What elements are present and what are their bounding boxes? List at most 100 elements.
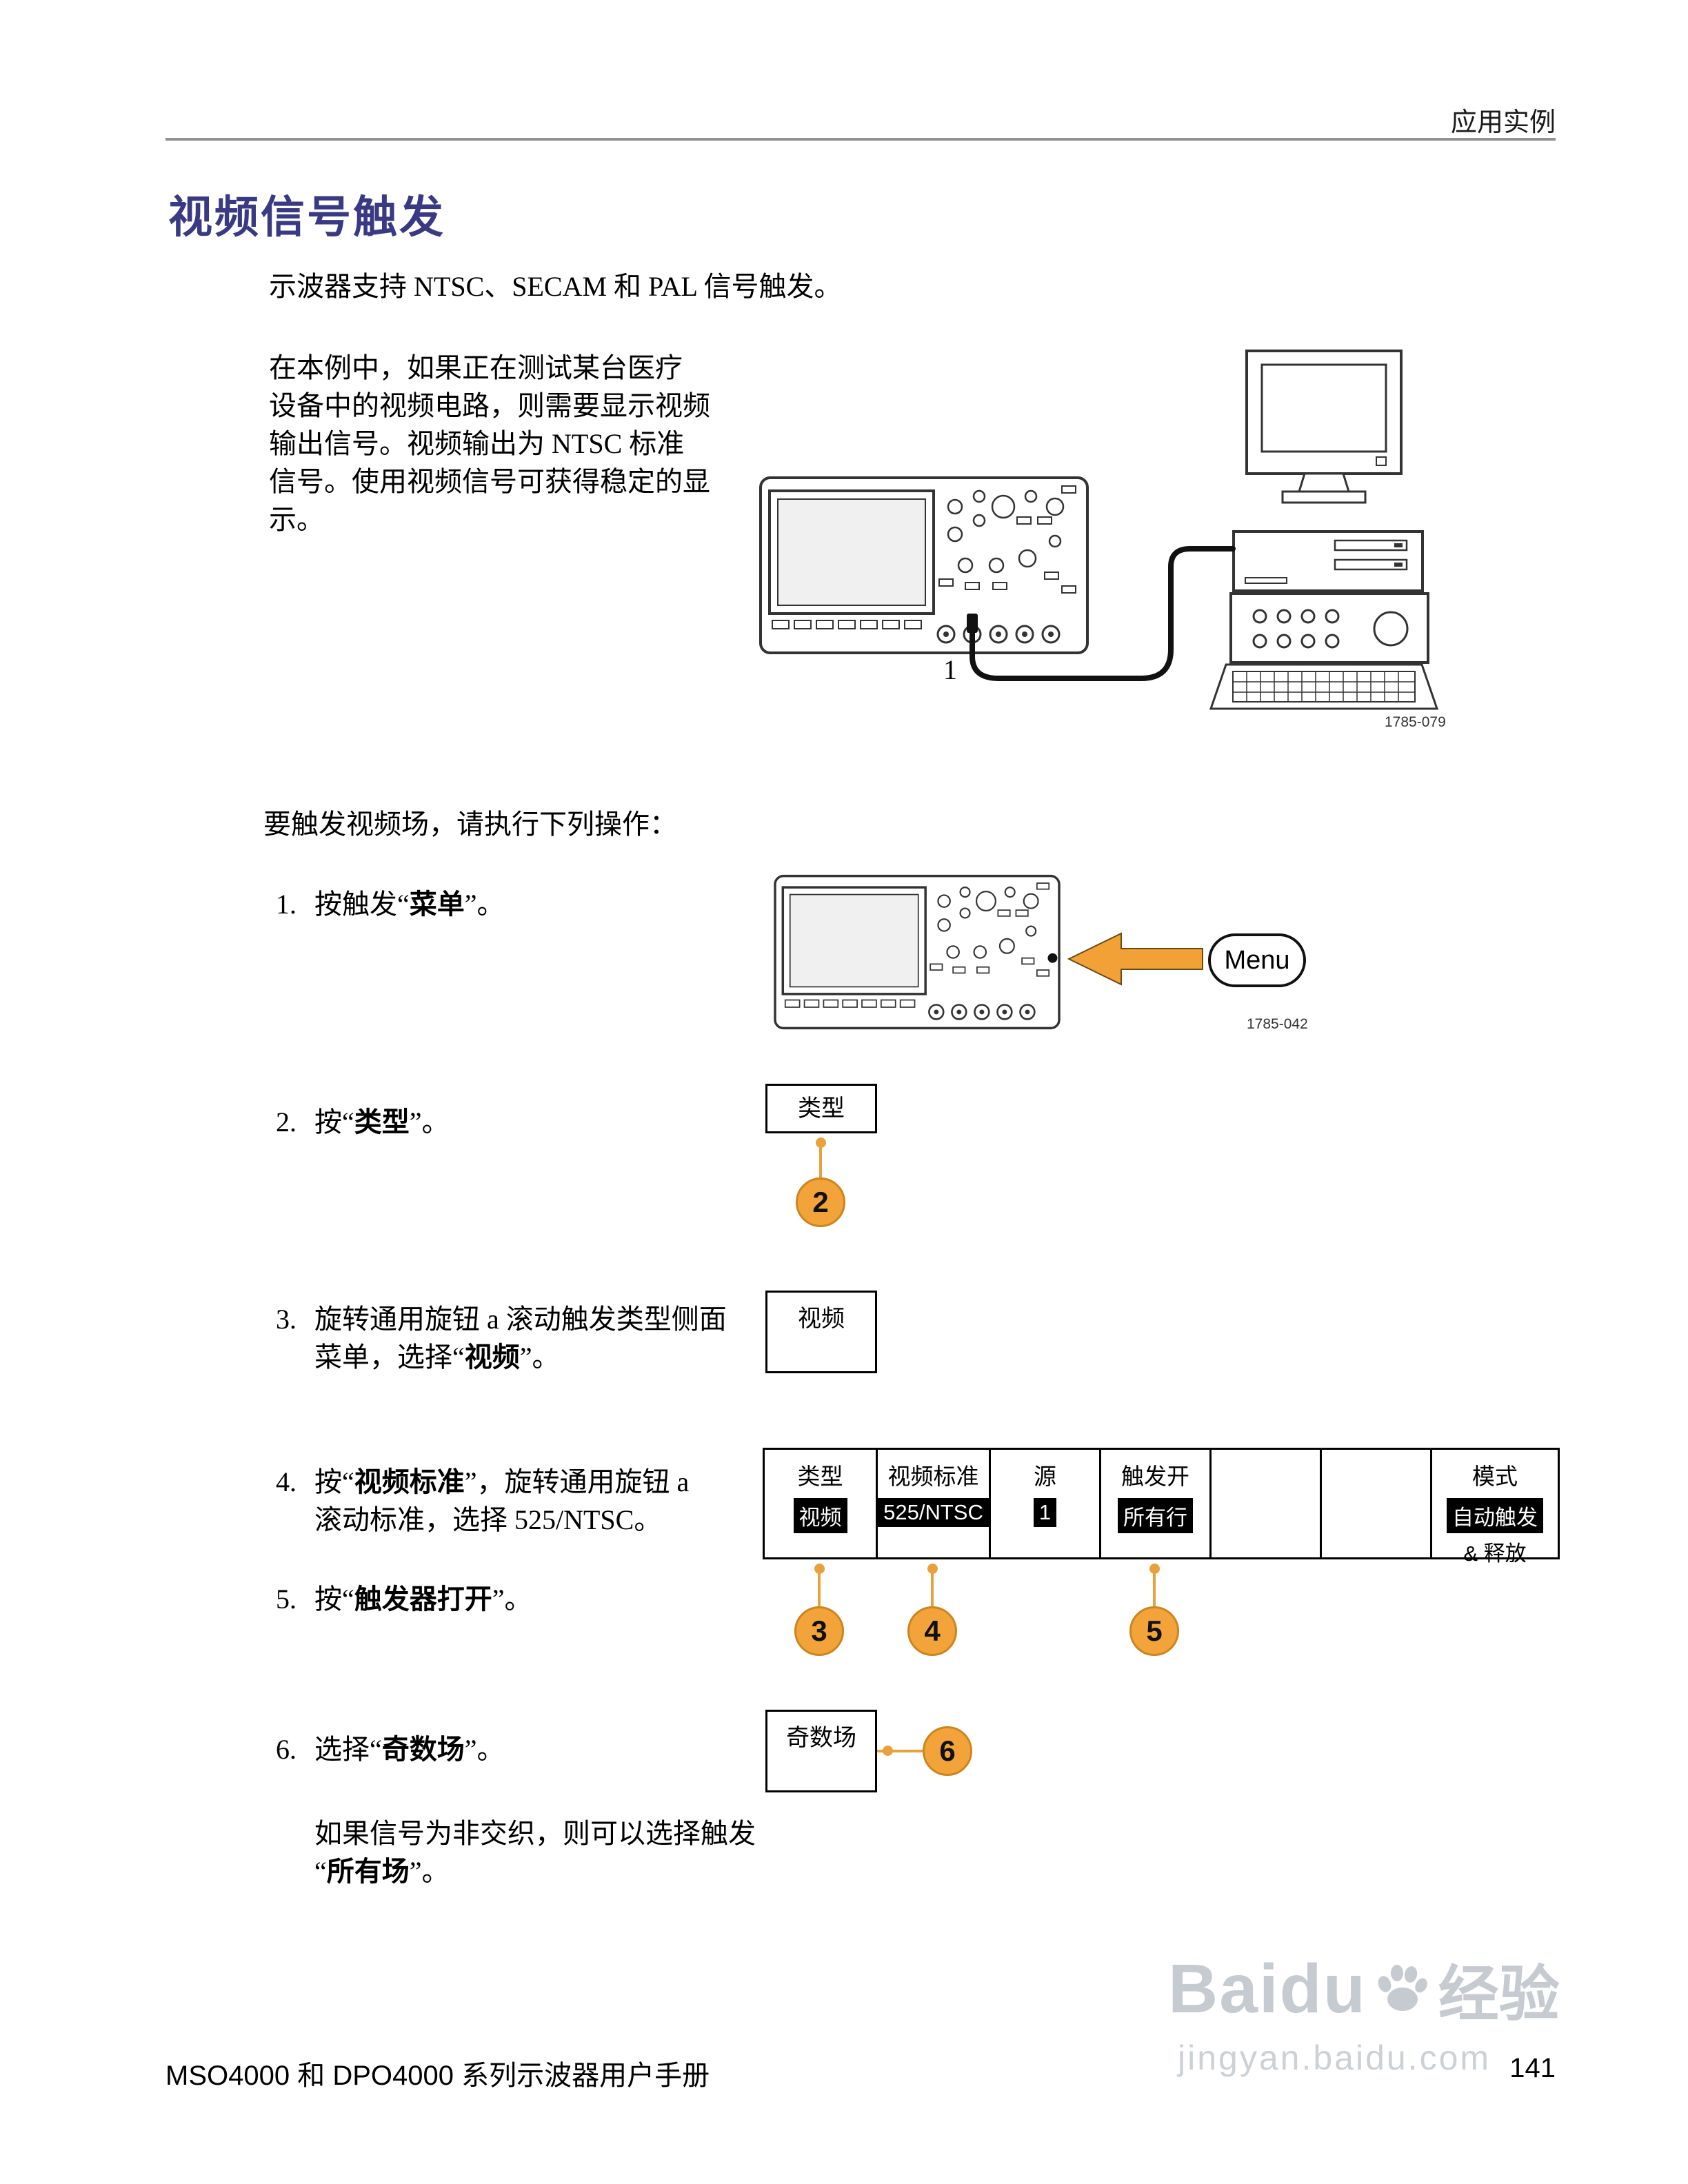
baidu-watermark: Baidu 经验 (1168, 1945, 1560, 2033)
watermark-url: jingyan.baidu.com (1178, 2039, 1491, 2077)
menu-button: Menu (1208, 933, 1306, 987)
menu-cell-empty (1212, 1450, 1322, 1557)
step-text: ”。 (519, 1342, 560, 1373)
step-text: 按“ (314, 1466, 354, 1497)
intro-paragraph: 示波器支持 NTSC、SECAM 和 PAL 信号触发。 (269, 271, 842, 302)
paw-icon (1378, 1964, 1427, 2011)
step-line: 滚动标准，选择 525/NTSC。 (314, 1504, 662, 1535)
callout-5: 5 (1129, 1606, 1179, 1656)
watermark-suffix: 经验 (1438, 1960, 1560, 2028)
menu-cell-label: 源 (1034, 1464, 1056, 1489)
step-text: ”，旋转通用旋钮 a (464, 1466, 690, 1497)
pointer-arrow-icon (1067, 932, 1203, 986)
callout-connector (931, 1573, 934, 1606)
step-6-text: 6. 选择“奇数场”。 (276, 1730, 505, 1768)
step-4-text: 4. 按“视频标准”，旋转通用旋钮 a 滚动标准，选择 525/NTSC。 (276, 1463, 689, 1539)
step-text: 按触发“ (314, 889, 410, 920)
step-text: ”。 (492, 1584, 532, 1615)
lead-text: 要触发视频场，请执行下列操作： (263, 809, 677, 840)
step-text: 选择“ (314, 1734, 382, 1765)
callout-dot (814, 1564, 825, 1574)
step-text: 菜单，选择“ (314, 1342, 465, 1373)
callout-dot (883, 1746, 893, 1756)
computer-tower-illustration (1232, 530, 1424, 592)
paragraph-line: 输出信号。视频输出为 NTSC 标准 (269, 428, 685, 459)
menu-cell-value: 1 (1033, 1498, 1057, 1527)
step-bold: 类型 (354, 1106, 410, 1138)
monitor-illustration (1245, 350, 1403, 504)
step-number: 5. (276, 1584, 297, 1615)
type-softkey-box: 类型 (765, 1084, 877, 1133)
note-bold: 所有场 (326, 1856, 410, 1887)
step-line: 3.旋转通用旋钮 a 滚动触发类型侧面 (276, 1300, 727, 1338)
menu-cell-label: 模式 (1472, 1464, 1518, 1489)
keyboard-illustration (1209, 663, 1439, 710)
step-bold: 奇数场 (381, 1734, 465, 1765)
paragraph-line: 设备中的视频电路，则需要显示视频 (269, 390, 710, 421)
oscilloscope-illustration (759, 476, 1089, 654)
menu-cell-value: 视频 (793, 1498, 847, 1533)
step-bold: 视频 (464, 1342, 520, 1373)
callout-4: 4 (907, 1606, 957, 1656)
menu-cell-source: 源 1 (991, 1450, 1101, 1557)
callout-dot (1149, 1564, 1160, 1574)
menu-cell-label: 类型 (797, 1464, 843, 1489)
step-bold: 触发器打开 (354, 1584, 492, 1615)
callout-dot (816, 1138, 826, 1148)
example-paragraph: 在本例中，如果正在测试某台医疗 设备中的视频电路，则需要显示视频 输出信号。视频… (269, 349, 710, 538)
side-menu-bar: 类型 视频 视频标准 525/NTSC 源 1 触发开 所有行 模式 自动触发 … (763, 1448, 1560, 1566)
page-number: 141 (1509, 2053, 1556, 2083)
callout-connector (877, 1750, 923, 1752)
step-text: ”。 (409, 1106, 450, 1138)
section-header: 应用实例 (1450, 108, 1556, 137)
note-line: “所有场”。 (314, 1852, 756, 1890)
callout-dot (927, 1564, 938, 1574)
menu-cell-mode: 模式 自动触发 & 释放 (1432, 1450, 1558, 1566)
watermark-brand: Baidu (1168, 1950, 1367, 2028)
menu-cell-value: 自动触发 (1447, 1498, 1543, 1533)
figure-callout-1: 1 (943, 654, 957, 685)
step-number: 1. (276, 889, 297, 920)
menu-cell-value: 525/NTSC (878, 1498, 989, 1527)
note-text-part: “ (314, 1856, 327, 1887)
oscilloscope-small-illustration (774, 874, 1061, 1030)
step-2-text: 2. 按“类型”。 (276, 1103, 450, 1141)
step-number: 6. (276, 1734, 297, 1765)
video-device-illustration (1229, 592, 1429, 664)
step-number: 3. (276, 1304, 297, 1335)
step-1-text: 1.按触发“菜单”。 (276, 885, 505, 923)
video-softkey-box: 视频 (765, 1291, 877, 1373)
step-text: 按“ (314, 1106, 354, 1138)
callout-connector (819, 1146, 822, 1179)
figure-part-number: 1785-079 (1385, 714, 1446, 730)
footer-title: MSO4000 和 DPO4000 系列示波器用户手册 (165, 2061, 710, 2091)
callout-3: 3 (794, 1606, 844, 1656)
step-text: ”。 (464, 1734, 505, 1765)
note-text-part: ”。 (409, 1856, 450, 1887)
callout-connector (818, 1573, 821, 1606)
step-number: 2. (276, 1106, 297, 1138)
callout-2: 2 (796, 1177, 845, 1227)
menu-cell-empty (1322, 1450, 1432, 1557)
paragraph-line: 在本例中，如果正在测试某台医疗 (269, 352, 683, 383)
step-3-text: 3.旋转通用旋钮 a 滚动触发类型侧面 菜单，选择“视频”。 (276, 1300, 727, 1376)
step-text: 按“ (314, 1584, 354, 1615)
header-rule (165, 138, 1556, 141)
step-bold: 视频标准 (354, 1466, 465, 1497)
callout-6: 6 (923, 1726, 972, 1776)
step-text: ”。 (464, 889, 505, 920)
menu-cell-label: 视频标准 (887, 1464, 979, 1489)
menu-cell-type: 类型 视频 (765, 1450, 878, 1557)
menu-cell-label: 触发开 (1121, 1464, 1189, 1489)
step-5-text: 5. 按“触发器打开”。 (276, 1580, 532, 1618)
page-title: 视频信号触发 (168, 192, 445, 242)
menu-cell-extra: & 释放 (1463, 1541, 1527, 1566)
paragraph-line: 示。 (269, 504, 324, 535)
menu-cell-value: 所有行 (1118, 1498, 1193, 1533)
step-number: 4. (276, 1466, 297, 1497)
menu-cell-standard: 视频标准 525/NTSC (878, 1450, 991, 1557)
step1-part-number: 1785-042 (1247, 1016, 1308, 1032)
menu-cell-trigger-on: 触发开 所有行 (1101, 1450, 1212, 1557)
oddfield-softkey-box: 奇数场 (765, 1710, 877, 1792)
